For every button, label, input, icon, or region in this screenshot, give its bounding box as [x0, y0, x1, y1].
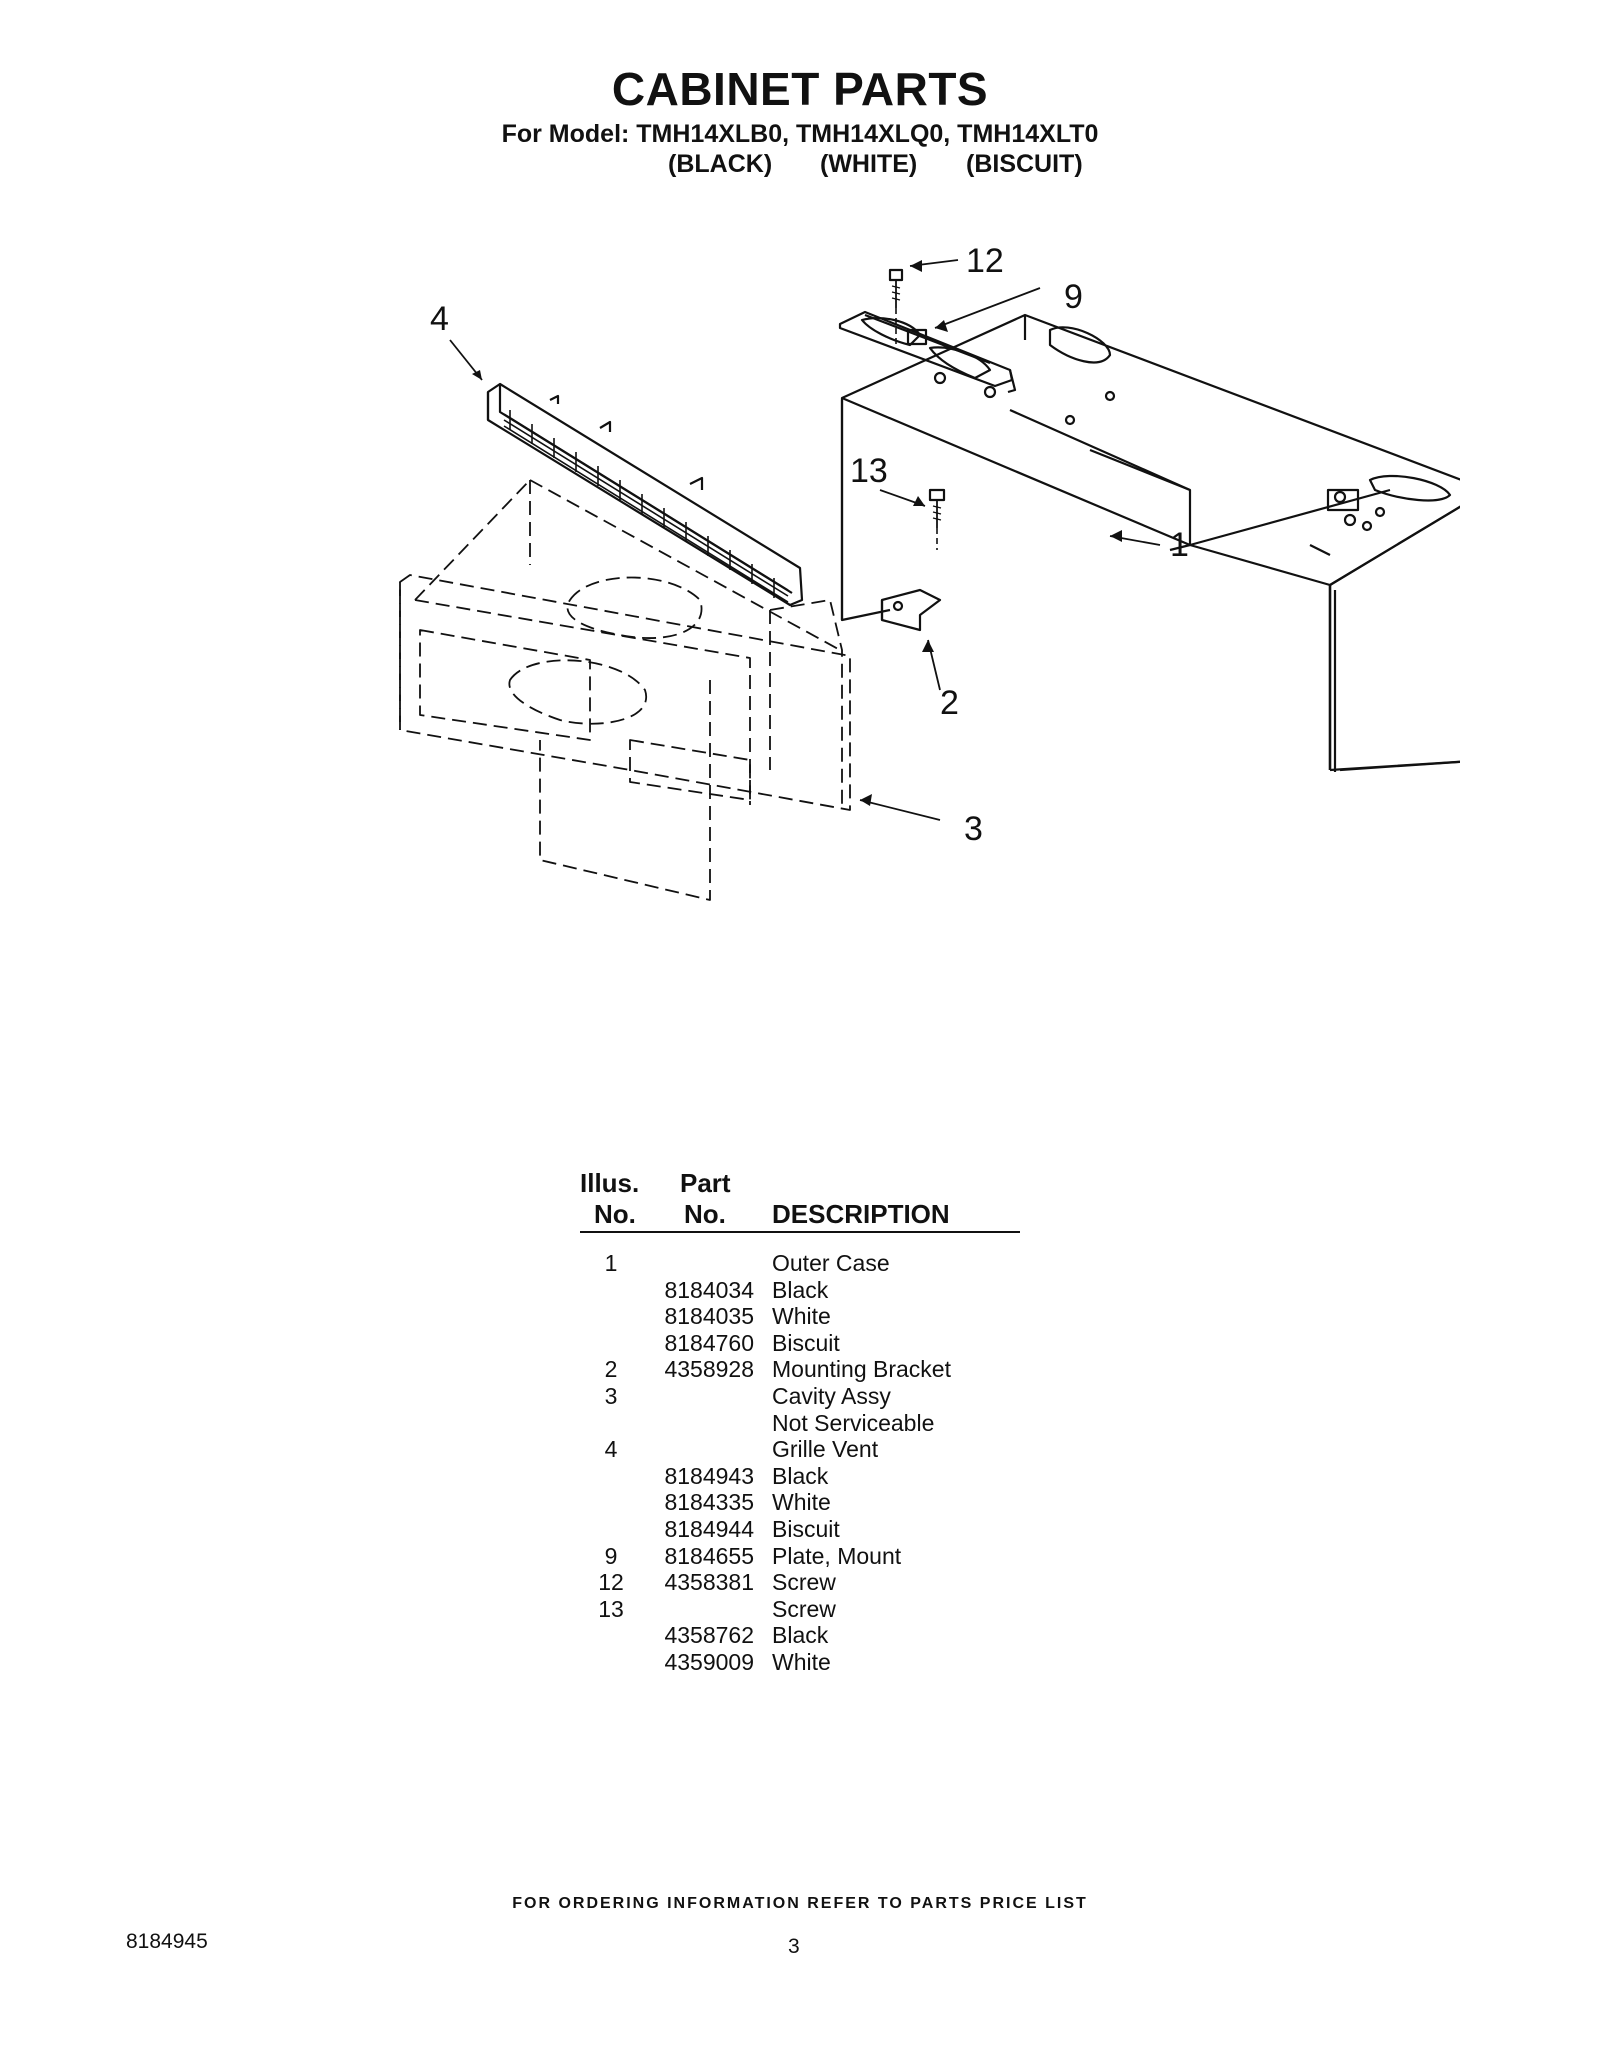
description-cell: Screw [772, 1595, 836, 1622]
table-row: 8184760 Biscuit [580, 1330, 1020, 1357]
description-cell: Black [772, 1462, 829, 1489]
header-part-no: No. [684, 1199, 726, 1229]
part-no-cell: 4358381 [664, 1569, 754, 1596]
color-biscuit: (BISCUIT) [966, 150, 1083, 178]
description-cell: Grille Vent [772, 1436, 879, 1463]
part-no-cell: 8184760 [664, 1329, 754, 1356]
description-cell: Screw [772, 1569, 836, 1596]
callout-9: 9 [1064, 278, 1083, 316]
description-cell: Outer Case [772, 1250, 890, 1276]
description-cell: Plate, Mount [772, 1542, 902, 1569]
description-cell: Black [772, 1622, 829, 1649]
part-no-cell: 4359009 [664, 1648, 754, 1675]
part-no-cell: 4358928 [664, 1356, 754, 1383]
illus-no-cell: 12 [598, 1569, 624, 1596]
illus-no-cell: 3 [604, 1382, 618, 1409]
part-no-cell: 8184944 [664, 1515, 754, 1542]
page-number: 3 [788, 1935, 800, 1958]
table-row: 3 Cavity Assy [580, 1383, 1020, 1410]
table-row: 9 8184655 Plate, Mount [580, 1543, 1020, 1570]
illus-no-cell: 2 [604, 1356, 618, 1383]
part-no-cell: 8184034 [664, 1276, 754, 1303]
document-number: 8184945 [126, 1930, 208, 1953]
callout-12: 12 [966, 242, 1004, 280]
description-cell: White [772, 1648, 831, 1675]
screw-13 [928, 488, 946, 550]
screw-12 [888, 268, 904, 348]
table-row: 8184944 Biscuit [580, 1516, 1020, 1543]
table-row: 2 4358928 Mounting Bracket [580, 1356, 1020, 1383]
illus-no-cell: 13 [598, 1595, 624, 1622]
color-black: (BLACK) [668, 150, 773, 178]
header-part: Part [680, 1168, 731, 1198]
callout-4: 4 [430, 300, 449, 338]
description-cell: White [772, 1303, 831, 1330]
exploded-parts-diagram: 12 9 4 13 1 2 3 [399, 242, 1460, 901]
cavity-assembly [399, 479, 851, 901]
illus-no-cell: 9 [604, 1542, 618, 1569]
page-title: CABINET PARTS [611, 63, 989, 115]
callout-1: 1 [1170, 526, 1189, 564]
part-no-cell: 8184943 [664, 1462, 754, 1489]
callout-leaders [449, 259, 1161, 821]
model-line: For Model: TMH14XLB0, TMH14XLQ0, TMH14XL… [501, 120, 1099, 148]
table-row: 1 Outer Case [580, 1250, 1020, 1277]
description-cell: Black [772, 1276, 829, 1303]
description-cell: Mounting Bracket [772, 1356, 951, 1383]
callout-2: 2 [940, 684, 959, 722]
outer-case [840, 313, 1460, 772]
part-no-cell: 8184335 [664, 1489, 754, 1516]
description-cell: Not Serviceable [772, 1409, 935, 1436]
table-row: 4358762 Black [580, 1622, 1020, 1649]
callout-13: 13 [850, 452, 888, 490]
description-cell: Biscuit [772, 1515, 840, 1542]
description-cell: Cavity Assy [772, 1382, 891, 1409]
illus-no-cell: 4 [604, 1436, 618, 1463]
mounting-bracket [880, 588, 942, 632]
table-row: 8184943 Black [580, 1463, 1020, 1490]
table-row: 4 Grille Vent [580, 1436, 1020, 1463]
description-cell: White [772, 1489, 831, 1516]
table-row: 8184035 White [580, 1303, 1020, 1330]
callout-3: 3 [964, 810, 983, 848]
part-no-cell: 8184655 [664, 1542, 754, 1569]
mount-plate [838, 310, 1017, 394]
table-row: 4359009 White [580, 1649, 1020, 1676]
table-row: 8184335 White [580, 1489, 1020, 1516]
header-illus: Illus. [580, 1168, 640, 1198]
illus-no-cell: 1 [604, 1250, 618, 1276]
table-row: 13 Screw [580, 1596, 1020, 1623]
description-cell: Biscuit [772, 1329, 840, 1356]
grille-vent [486, 382, 804, 607]
part-no-cell: 8184035 [664, 1303, 754, 1330]
header-description: DESCRIPTION [772, 1199, 950, 1229]
part-no-cell: 4358762 [664, 1622, 754, 1649]
color-white: (WHITE) [820, 150, 918, 178]
table-row: 12 4358381 Screw [580, 1569, 1020, 1596]
ordering-note: FOR ORDERING INFORMATION REFER TO PARTS … [512, 1895, 1088, 1912]
table-row: Not Serviceable [580, 1410, 1020, 1437]
color-variants: (BLACK) (WHITE) (BISCUIT) [0, 150, 1600, 180]
header-divider [580, 1231, 1020, 1233]
table-row: 8184034 Black [580, 1277, 1020, 1304]
header-illus-no: No. [594, 1199, 636, 1229]
